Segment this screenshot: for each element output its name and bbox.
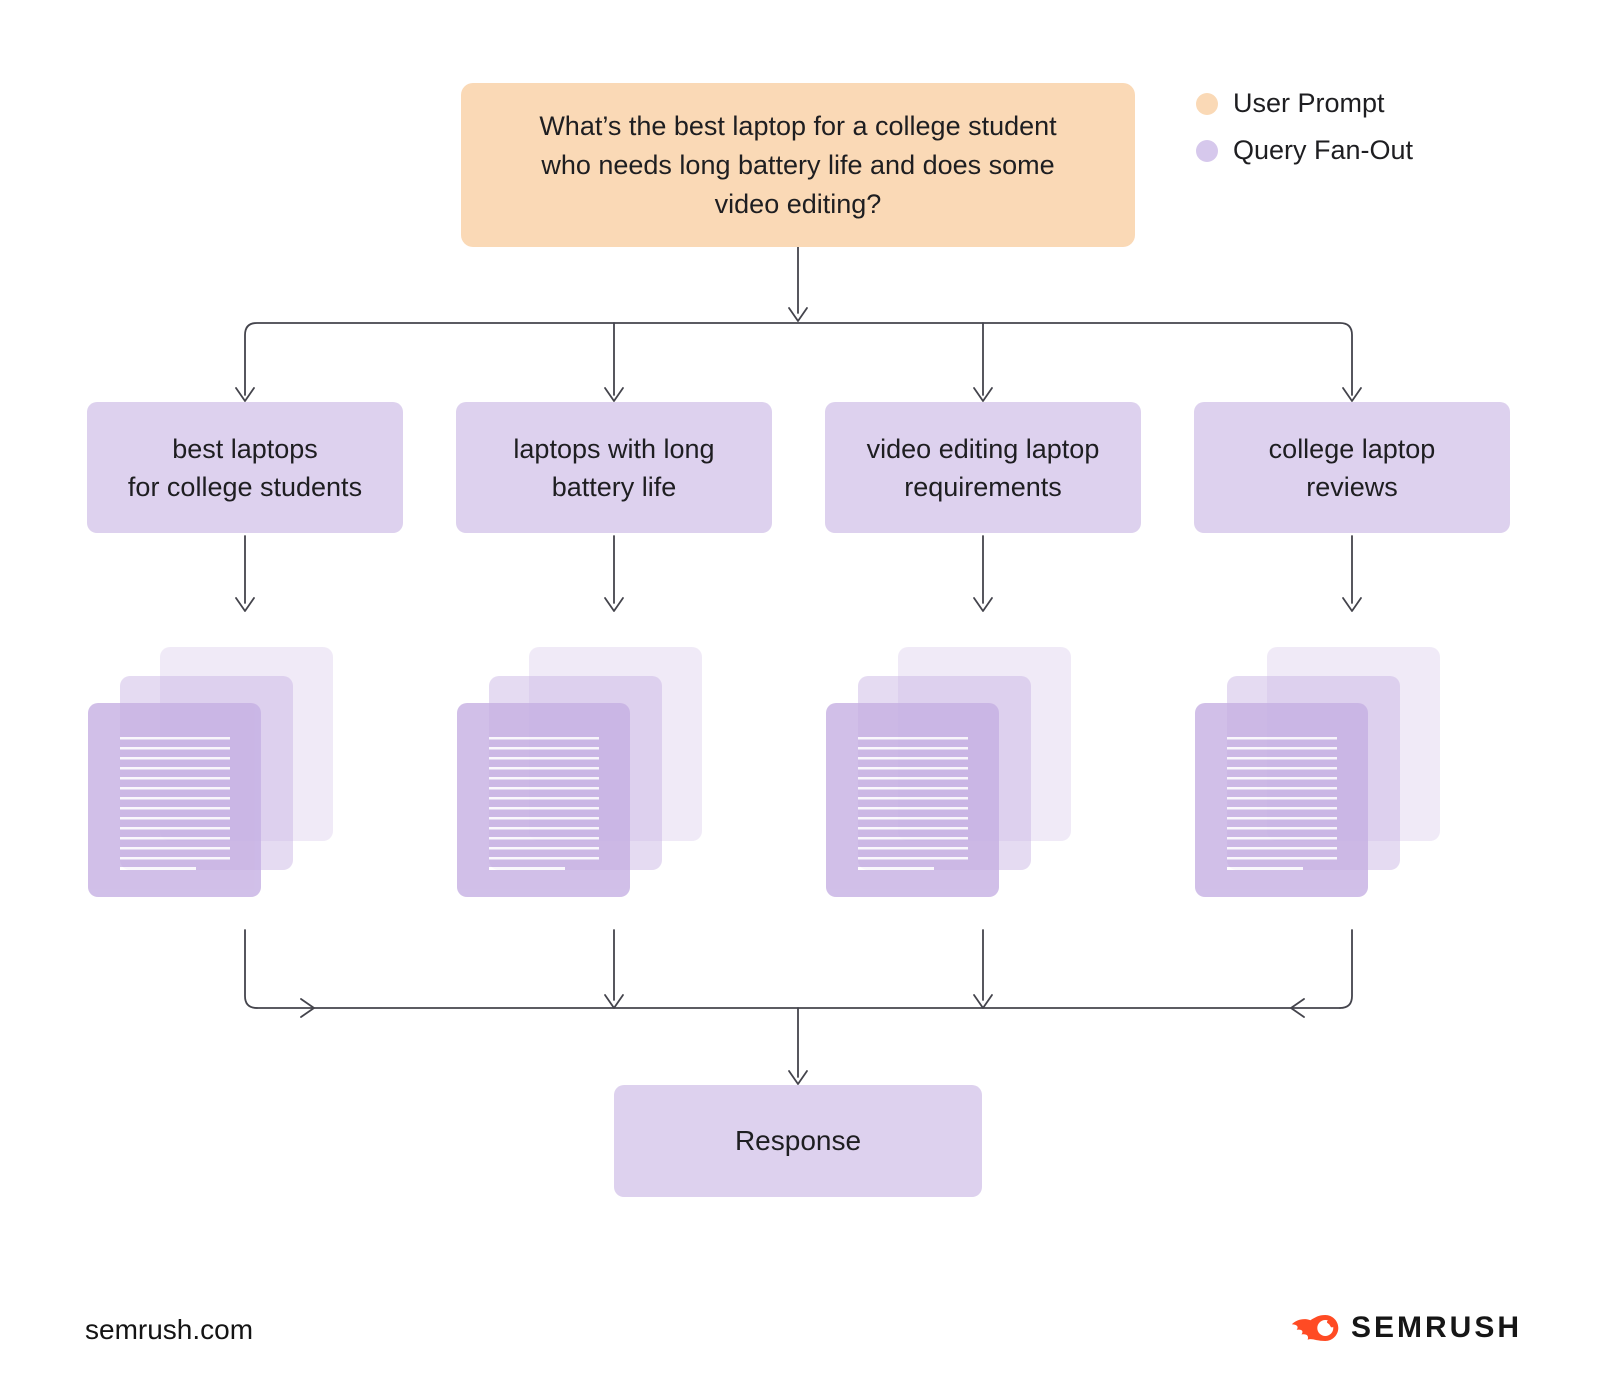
document-card-front-icon — [88, 703, 261, 897]
legend-label: User Prompt — [1233, 88, 1385, 118]
document-stack-1 — [88, 647, 334, 897]
query-label-line: reviews — [1306, 471, 1398, 502]
arrowhead-down — [1342, 387, 1362, 402]
query-label-line: video editing laptop — [866, 433, 1100, 464]
user-prompt-text-line: who needs long battery life and does som… — [541, 149, 1055, 180]
response-box: Response — [614, 1085, 982, 1197]
query-box-2: laptops with long battery life — [456, 402, 772, 533]
document-card-front-icon — [1195, 703, 1368, 897]
document-stack-2 — [457, 647, 703, 897]
arrowhead-down — [973, 994, 993, 1009]
document-text-line-short — [489, 867, 565, 870]
query-label-line: for college students — [127, 471, 363, 502]
document-text-lines — [858, 737, 968, 860]
arrowhead-down — [788, 307, 808, 322]
arrowhead-down — [604, 597, 624, 612]
semrush-wordmark: SEMRUSH — [1351, 1311, 1523, 1344]
footer-site-url: semrush.com — [85, 1314, 254, 1345]
arrowhead-down — [788, 1070, 808, 1085]
fanout-rail — [244, 322, 1353, 396]
arrowhead-down — [604, 387, 624, 402]
user-prompt-text-line: What’s the best laptop for a college stu… — [539, 110, 1057, 141]
arrowhead-down — [1342, 597, 1362, 612]
document-text-lines — [489, 737, 599, 860]
legend-item-query-fanout: Query Fan-Out — [1196, 135, 1413, 166]
legend: User Prompt Query Fan-Out — [1196, 88, 1413, 166]
query-label-line: laptops with long — [513, 433, 715, 464]
arrowhead-down — [604, 994, 624, 1009]
arrowhead-down — [973, 387, 993, 402]
legend-dot-query-fanout-icon — [1196, 139, 1218, 162]
query-box-4: college laptop reviews — [1194, 402, 1510, 533]
legend-dot-user-prompt-icon — [1196, 92, 1218, 115]
arrowhead-down — [235, 597, 255, 612]
legend-label: Query Fan-Out — [1233, 135, 1414, 165]
arrowhead-down — [973, 597, 993, 612]
arrowhead-down — [235, 387, 255, 402]
document-text-line-short — [858, 867, 934, 870]
query-label-line: best laptops — [172, 433, 318, 464]
user-prompt-text-line: video editing? — [714, 188, 882, 219]
semrush-logo: SEMRUSH — [1290, 1311, 1522, 1345]
query-label-line: battery life — [551, 471, 677, 502]
document-text-line-short — [120, 867, 196, 870]
collect-corner-left — [244, 929, 258, 1009]
query-label-line: requirements — [904, 471, 1062, 502]
document-text-lines — [120, 737, 230, 860]
document-text-line-short — [1227, 867, 1303, 870]
document-stack-4 — [1195, 647, 1441, 897]
arrowhead-right — [300, 998, 315, 1018]
user-prompt-box: What’s the best laptop for a college stu… — [461, 83, 1135, 247]
query-label-line: college laptop — [1268, 433, 1436, 464]
document-stack-3 — [826, 647, 1072, 897]
arrowhead-left — [1290, 998, 1305, 1018]
document-card-front-icon — [457, 703, 630, 897]
collect-corner-right — [1339, 929, 1353, 1009]
document-card-front-icon — [826, 703, 999, 897]
response-label: Response — [734, 1125, 862, 1156]
document-text-lines — [1227, 737, 1337, 860]
query-box-3: video editing laptop requirements — [825, 402, 1141, 533]
legend-item-user-prompt: User Prompt — [1196, 88, 1413, 119]
query-box-1: best laptops for college students — [87, 402, 403, 533]
semrush-flame-icon — [1291, 1315, 1339, 1341]
